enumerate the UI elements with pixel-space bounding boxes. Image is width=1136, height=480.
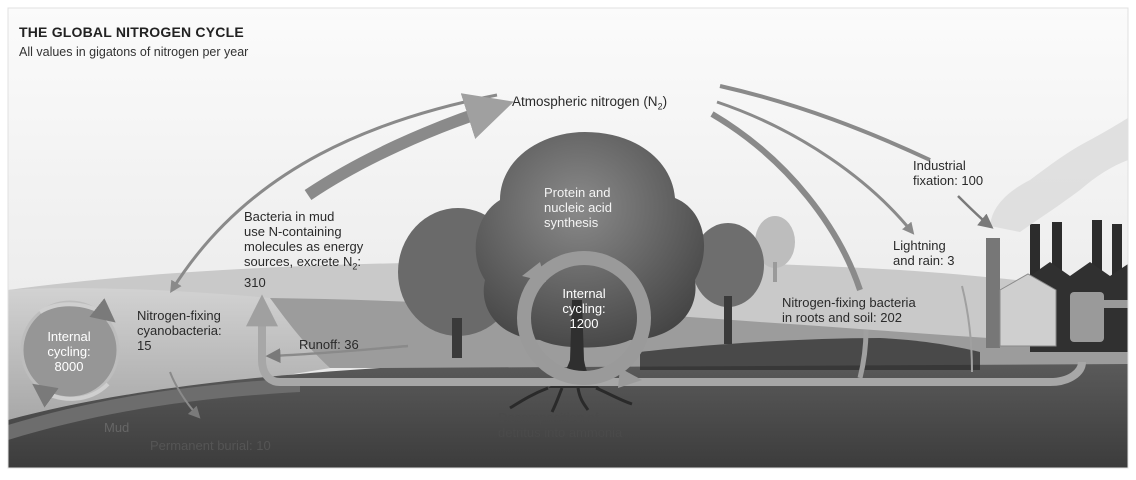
label-fixing-bacteria: Nitrogen-fixing bacteria in roots and so… (782, 295, 916, 325)
cyano-line-2: cyanobacteria: (137, 323, 222, 338)
arrow-runoff (265, 344, 409, 364)
mud-bact-line-2: use N-containing (244, 224, 342, 239)
small-tree-trunk (773, 262, 777, 282)
decomp-line-2: detritus into ammonia (498, 425, 623, 440)
fixing-line-1: Nitrogen-fixing bacteria (782, 295, 916, 310)
land-internal-cycling-ring (517, 251, 651, 385)
tree-right-trunk (724, 296, 732, 344)
label-industrial-fixation: Industrial fixation: 100 (913, 158, 983, 188)
arrow-fixing-bacteria-to-soil (857, 329, 869, 379)
decomp-line-1: Decomposition of (498, 410, 599, 425)
label-mud-bacteria: Bacteria in mud use N-containing molecul… (244, 209, 363, 290)
factory-chimney-2 (1030, 224, 1040, 284)
protein-line-3: synthesis (544, 215, 599, 230)
lightning-line-1: Lightning (893, 238, 946, 253)
factory-chimney-1 (986, 238, 1000, 348)
label-cyanobacteria: Nitrogen-fixing cyanobacteria: 15 (137, 308, 222, 353)
mud-bact-line-1: Bacteria in mud (244, 209, 335, 224)
industrial-line-1: Industrial (913, 158, 966, 173)
smoke (990, 118, 1128, 232)
protein-line-2: nucleic acid (544, 200, 612, 215)
land-cycling-arrowhead (618, 368, 642, 388)
arrow-atmosphere-to-cyanobacteria (170, 93, 498, 294)
leaf-litter (640, 338, 980, 370)
small-tree-canopy (755, 216, 795, 268)
fixing-line-2: in roots and soil: 202 (782, 310, 902, 325)
ocean-int-line-2: cycling: (47, 344, 91, 359)
label-protein-synthesis: Protein and nucleic acid synthesis (544, 185, 612, 230)
atmos-subscript: 2 (657, 101, 663, 112)
arrow-lightning-to-soil (961, 285, 973, 373)
atmos-close: ) (662, 94, 668, 109)
factory-silo (1070, 292, 1104, 342)
land-int-line-2: cycling: (562, 301, 606, 316)
diagram-title: THE GLOBAL NITROGEN CYCLE (19, 24, 244, 40)
ocean-cycling-arrow (38, 298, 116, 323)
protein-line-1: Protein and (544, 185, 611, 200)
tree-left-trunk (452, 318, 462, 358)
label-runoff: Runoff: 36 (299, 337, 359, 352)
ocean-int-line-1: Internal (47, 329, 91, 344)
arrow-atmosphere-to-fixing-bacteria (710, 111, 863, 291)
mud-bact-line-5: 310 (244, 274, 266, 290)
factory-building-light (999, 273, 1057, 347)
label-land-internal-cycling: Internal cycling: 1200 (549, 286, 619, 331)
land-cycling-arrowhead-2 (522, 262, 546, 282)
factory-chimney-5 (1112, 224, 1122, 284)
arrow-mud-bacteria-to-atmosphere (304, 93, 514, 200)
label-permanent-burial: Permanent burial: 10 (150, 438, 271, 453)
ocean-int-line-3: 8000 (54, 359, 84, 374)
mud-bact-subscript: 2 (352, 261, 358, 272)
mud-bact-line-3: molecules as energy (244, 239, 364, 254)
lightning-line-2: and rain: 3 (893, 253, 955, 268)
arrow-atmosphere-to-lightning (716, 100, 915, 235)
label-decomposition: Decomposition of detritus into ammonia (498, 410, 622, 440)
cyano-line-1: Nitrogen-fixing (137, 308, 221, 323)
label-lightning-rain: Lightning and rain: 3 (893, 238, 954, 268)
mud-bact-line-4-text: sources, excrete N (244, 254, 353, 269)
arrow-industry-to-soil (957, 195, 994, 229)
label-ocean-internal-cycling: Internal cycling: 8000 (34, 329, 104, 374)
arrow-atmosphere-to-industry (719, 84, 931, 162)
arrow-decomposition-to-mud-bacteria (246, 294, 1086, 386)
main-tree-trunk (548, 300, 600, 388)
factory-pipe (1104, 300, 1128, 308)
mud-bact-line-4: sources, excrete N2: (244, 254, 363, 275)
ocean-cycling-arrow-2 (32, 382, 110, 408)
mud-strip (8, 378, 300, 440)
cyano-line-3: 15 (137, 338, 152, 353)
industrial-line-2: fixation: 100 (913, 173, 984, 188)
diagram-subtitle: All values in gigatons of nitrogen per y… (19, 45, 249, 59)
label-mud: Mud (104, 420, 130, 435)
tree-right-canopy (692, 223, 764, 307)
factory-chimney-3 (1052, 222, 1062, 282)
label-atmospheric-nitrogen: Atmospheric nitrogen (N2) (512, 94, 667, 115)
mud-bact-colon: : (357, 254, 362, 269)
land-int-line-3: 1200 (569, 316, 599, 331)
tree-roots (509, 386, 633, 413)
factory-chimney-4 (1092, 220, 1102, 280)
land-int-line-1: Internal (562, 286, 606, 301)
arrow-permanent-burial (169, 371, 201, 419)
frame (7, 7, 1129, 469)
atmos-text: Atmospheric nitrogen (N (512, 94, 658, 109)
